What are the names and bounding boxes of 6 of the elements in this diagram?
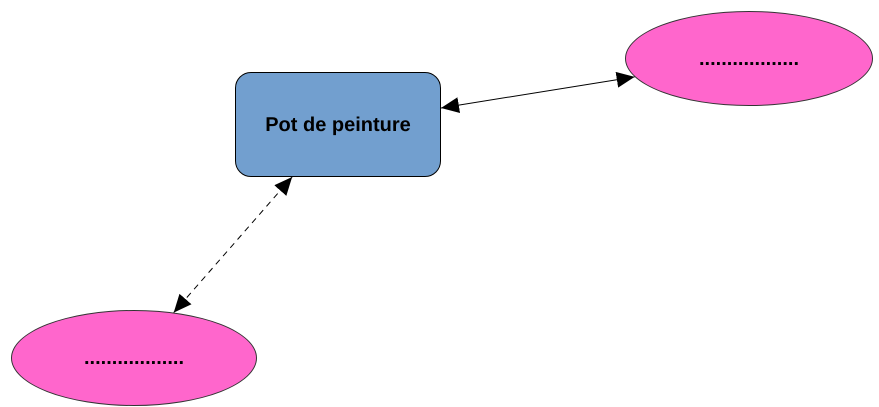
node-label: ..................	[698, 46, 800, 72]
arrow	[440, 72, 636, 113]
arrow	[173, 176, 293, 314]
node-label: ..................	[84, 346, 184, 371]
node-label: Pot de peinture	[265, 112, 411, 138]
process-box	[235, 72, 441, 177]
